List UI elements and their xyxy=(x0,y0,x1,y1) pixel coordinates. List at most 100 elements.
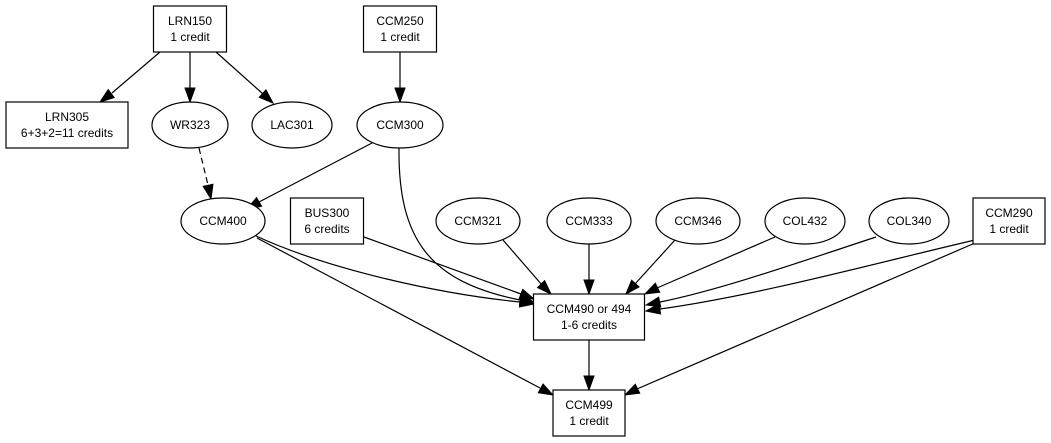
node-box xyxy=(289,197,365,245)
arrowhead-icon xyxy=(394,87,406,104)
edge-line xyxy=(502,239,543,286)
edge-ccm400-to-ccm490 xyxy=(255,235,536,308)
node-wr323: WR323 xyxy=(151,101,229,149)
node-label: CCM290 xyxy=(985,206,1033,220)
node-ccm290: CCM290 1 credit xyxy=(972,197,1046,245)
node-label: CCM300 xyxy=(376,118,424,132)
arrowhead-icon xyxy=(258,89,275,104)
node-credits: 1 credit xyxy=(989,222,1029,236)
node-label: CCM250 xyxy=(376,14,424,28)
edge-wr323-to-ccm400 xyxy=(198,147,214,201)
node-lac301: LAC301 xyxy=(251,101,333,149)
edge-ccm346-to-ccm490 xyxy=(625,239,676,296)
node-ccm499: CCM499 1 credit xyxy=(552,389,626,437)
node-ellipse xyxy=(356,101,444,149)
edge-ccm321-to-ccm490 xyxy=(502,239,553,296)
arrowhead-icon xyxy=(202,183,214,201)
node-ccm321: CCM321 xyxy=(435,197,521,245)
node-label: CCM400 xyxy=(199,214,247,228)
arrowhead-icon xyxy=(184,87,196,104)
edge-lrn150-to-wr323 xyxy=(184,52,196,104)
node-ellipse xyxy=(435,197,521,245)
node-ellipse xyxy=(180,197,266,245)
arrowhead-icon xyxy=(518,296,536,308)
edge-col432-to-ccm490 xyxy=(643,236,776,295)
edge-ccm333-to-ccm490 xyxy=(583,244,595,296)
node-credits: 6 credits xyxy=(304,222,349,236)
edge-lrn150-to-lrn305 xyxy=(98,51,161,103)
node-label: COL432 xyxy=(783,214,828,228)
edge-line xyxy=(363,236,522,295)
edge-ccm290-to-ccm490 xyxy=(644,239,976,315)
arrowhead-icon xyxy=(625,279,640,296)
edge-line xyxy=(198,147,209,186)
node-ccm490: CCM490 or 494 1-6 credits xyxy=(532,293,646,341)
node-ellipse xyxy=(251,101,333,149)
edge-line xyxy=(659,236,877,303)
node-lrn150: LRN150 1 credit xyxy=(152,5,228,53)
node-col340: COL340 xyxy=(868,197,950,245)
node-ccm300: CCM300 xyxy=(356,101,444,149)
edge-ccm490-to-ccm499 xyxy=(583,340,595,392)
edge-ccm290-to-ccm499 xyxy=(623,242,976,396)
node-ellipse xyxy=(546,197,632,245)
arrowhead-icon xyxy=(583,279,595,296)
arrowhead-icon xyxy=(98,88,116,103)
node-label: CCM321 xyxy=(454,214,502,228)
edge-ccm250-to-ccm300 xyxy=(394,52,406,104)
node-label: LRN305 xyxy=(45,110,89,124)
node-credits: 1-6 credits xyxy=(561,318,617,332)
arrowhead-icon xyxy=(537,383,555,396)
edge-bus300-to-ccm490 xyxy=(363,236,536,300)
edge-col340-to-ccm490 xyxy=(644,236,877,308)
arrowhead-icon xyxy=(643,282,661,295)
edge-line xyxy=(659,239,976,310)
node-credits: 6+3+2=11 credits xyxy=(21,126,113,140)
node-label: CCM490 or 494 xyxy=(547,302,632,316)
node-ccm346: CCM346 xyxy=(655,197,741,245)
node-ellipse xyxy=(655,197,741,245)
node-box xyxy=(362,5,438,53)
node-label: COL340 xyxy=(887,214,932,228)
node-label: CCM333 xyxy=(565,214,613,228)
edges-layer xyxy=(98,51,976,396)
edge-lrn150-to-lac301 xyxy=(215,51,275,104)
node-box xyxy=(552,389,626,437)
edge-ccm400-to-ccm499 xyxy=(256,237,555,396)
node-credits: 1 credit xyxy=(170,30,210,44)
node-ellipse xyxy=(868,197,950,245)
edge-line xyxy=(636,242,976,390)
node-box xyxy=(152,5,228,53)
node-lrn305: LRN305 6+3+2=11 credits xyxy=(5,101,129,149)
node-box xyxy=(972,197,1046,245)
node-label: CCM346 xyxy=(674,214,722,228)
node-ellipse xyxy=(764,197,846,245)
node-credits: 1 credit xyxy=(380,30,420,44)
node-label: LAC301 xyxy=(270,118,314,132)
node-label: WR323 xyxy=(170,118,210,132)
node-box xyxy=(5,101,129,149)
arrowhead-icon xyxy=(644,303,662,315)
edge-line xyxy=(256,237,541,389)
arrowhead-icon xyxy=(644,296,662,308)
node-label: CCM499 xyxy=(565,398,613,412)
arrowhead-icon xyxy=(536,279,553,296)
edge-line xyxy=(255,235,521,303)
arrowhead-icon xyxy=(518,288,536,300)
edge-line xyxy=(656,236,776,289)
node-ccm400: CCM400 xyxy=(180,197,266,245)
node-label: LRN150 xyxy=(168,14,212,28)
arrowhead-icon xyxy=(623,383,641,396)
edge-line xyxy=(258,142,373,203)
node-ccm333: CCM333 xyxy=(546,197,632,245)
node-col432: COL432 xyxy=(764,197,846,245)
node-ellipse xyxy=(151,101,229,149)
edge-line xyxy=(215,51,264,95)
edge-line xyxy=(111,51,161,94)
arrowhead-icon xyxy=(583,375,595,392)
node-credits: 1 credit xyxy=(569,414,609,428)
node-ccm250: CCM250 1 credit xyxy=(362,5,438,53)
